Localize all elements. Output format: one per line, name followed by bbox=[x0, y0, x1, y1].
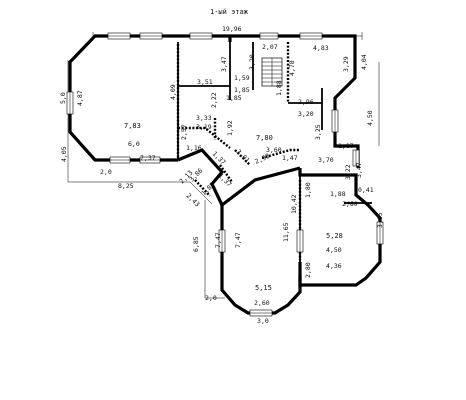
dim-3-20b: 3,20 bbox=[298, 110, 314, 118]
dim-top-total: 19,96 bbox=[222, 25, 242, 33]
dim-3-01: 3,01 bbox=[235, 148, 252, 165]
dim-3-05: 3,05 bbox=[376, 212, 384, 228]
staircase bbox=[261, 57, 283, 87]
dim-3-25: 3,25 bbox=[314, 124, 322, 140]
windows bbox=[66, 32, 384, 317]
dim-7-47b: 7,47 bbox=[234, 232, 242, 248]
exterior-walls bbox=[68, 34, 382, 315]
dim-3-20a: 3,20 bbox=[248, 54, 256, 70]
area-bottom-room: 5,15 bbox=[255, 284, 272, 292]
plan-title: 1-ый этаж bbox=[210, 8, 249, 16]
dim-10-42: 10,42 bbox=[290, 194, 298, 214]
dim-2-0b: 2,0 bbox=[205, 294, 217, 302]
dim-4-87: 4,87 bbox=[76, 90, 84, 106]
dim-1-63: 1,37 bbox=[217, 172, 234, 189]
dim-4-83: 4,83 bbox=[313, 44, 329, 52]
dim-1-85: 1,85 bbox=[234, 86, 250, 94]
dim-3-60: 3,60 bbox=[266, 146, 282, 154]
dim-11-65: 11,65 bbox=[282, 222, 290, 242]
dim-2-22: 2,22 bbox=[210, 92, 218, 108]
dim-5-0: 5,0 bbox=[59, 92, 67, 104]
dim-3-51: 3,51 bbox=[197, 78, 213, 86]
dim-7-37: 7,37 bbox=[140, 154, 156, 162]
dim-4-50a: 4,50 bbox=[366, 110, 374, 126]
dim-4-50b: 4,50 bbox=[326, 246, 342, 254]
dim-7-47a: 7,47 bbox=[214, 232, 222, 248]
dim-3-0: 3,0 bbox=[257, 317, 269, 325]
area-hall: 7,80 bbox=[256, 134, 273, 142]
dim-3-47b: 3,47 bbox=[355, 162, 363, 178]
dim-1-92: 1,92 bbox=[226, 120, 234, 136]
dim-3-70: 3,70 bbox=[318, 156, 334, 164]
dim-3-29: 3,29 bbox=[342, 56, 350, 72]
area-right-room: 5,28 bbox=[326, 232, 343, 240]
dim-2-57: 2,57 bbox=[180, 124, 188, 140]
dim-8-25: 8,25 bbox=[118, 182, 134, 190]
dim-1-80: 1,80 bbox=[304, 182, 312, 198]
dim-1-88b: 1,88 bbox=[330, 190, 346, 198]
room-areas: 7,83 7,80 5,28 5,15 bbox=[124, 122, 343, 292]
dim-3-19: 3,19 bbox=[196, 123, 212, 131]
dim-4-05: 4,05 bbox=[60, 146, 68, 162]
dim-2-60a: 2,60 bbox=[342, 200, 358, 208]
dim-2-60b: 2,60 bbox=[254, 299, 270, 307]
dim-1-59: 1,59 bbox=[234, 74, 250, 82]
dim-1-88a: 1,88 bbox=[275, 80, 283, 96]
dim-4-09: 4,09 bbox=[169, 84, 177, 100]
dim-2-96: 2,96 bbox=[298, 98, 314, 106]
dim-3-33: 3,33 bbox=[196, 114, 212, 122]
dim-0-41: 0,41 bbox=[358, 186, 374, 194]
dim-4-04: 4,04 bbox=[360, 54, 368, 70]
dim-1-85b: 1,85 bbox=[226, 94, 242, 102]
dim-4-78: 4,78 bbox=[288, 60, 296, 76]
dim-2-0a: 2,0 bbox=[100, 168, 112, 176]
dimension-labels: 19,96 2,07 4,83 3,47 3,51 1,59 1,85 3,20… bbox=[59, 25, 384, 325]
dim-3-22: 3,22 bbox=[344, 164, 352, 180]
dim-6-85: 6,85 bbox=[192, 236, 200, 252]
dim-4-36: 4,36 bbox=[326, 262, 342, 270]
dim-1-16: 1,16 bbox=[186, 144, 202, 152]
dim-2-43: 2,43 bbox=[185, 192, 202, 209]
dim-3-47: 3,47 bbox=[220, 56, 228, 72]
dim-2-07: 2,07 bbox=[262, 43, 278, 51]
dim-1-47: 1,47 bbox=[282, 154, 298, 162]
area-left-room: 7,83 bbox=[124, 122, 141, 130]
dim-1-87: 1,87 bbox=[338, 142, 354, 150]
dim-6-0: 6,0 bbox=[128, 140, 140, 148]
dim-2-80: 2,80 bbox=[304, 262, 312, 278]
